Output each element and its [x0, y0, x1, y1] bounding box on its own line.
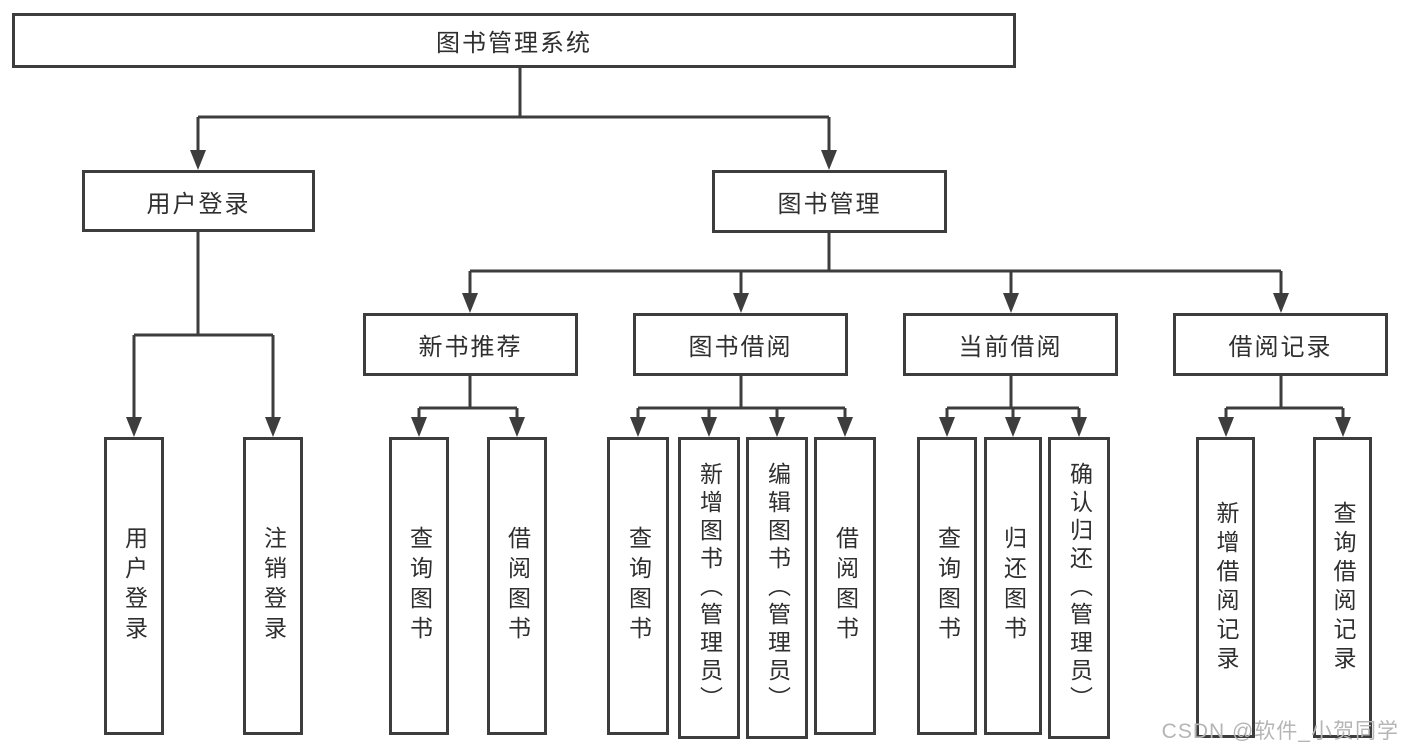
- leaf-borrow-books-recommend: 借阅图书: [487, 437, 547, 735]
- leaf-add-books-admin: 新增图书（管理员）: [678, 437, 740, 739]
- leaf-query-books-borrowing: 查询图书: [607, 437, 669, 735]
- leaf-add-borrow-record: 新增借阅记录: [1196, 437, 1255, 738]
- node-library-system: 图书管理系统: [12, 13, 1016, 68]
- leaf-logout: 注销登录: [243, 437, 303, 735]
- leaf-query-books-current: 查询图书: [917, 437, 977, 735]
- node-user-login: 用户登录: [82, 170, 315, 232]
- node-book-borrowing: 图书借阅: [633, 313, 848, 376]
- leaf-confirm-return-admin: 确认归还（管理员）: [1048, 437, 1110, 739]
- leaf-query-books-recommend: 查询图书: [389, 437, 449, 735]
- node-new-book-recommend: 新书推荐: [363, 313, 578, 376]
- leaf-edit-books-admin: 编辑图书（管理员）: [746, 437, 808, 739]
- leaf-query-borrow-record: 查询借阅记录: [1313, 437, 1372, 738]
- node-borrow-records: 借阅记录: [1173, 313, 1388, 376]
- leaf-user-login: 用户登录: [104, 437, 164, 735]
- watermark-text: CSDN @软件_小贺同学: [1161, 720, 1399, 743]
- leaf-borrow-books: 借阅图书: [814, 437, 876, 735]
- node-book-management: 图书管理: [712, 170, 947, 233]
- node-current-borrowing: 当前借阅: [903, 313, 1118, 376]
- leaf-return-books: 归还图书: [984, 437, 1042, 735]
- arrowheads: [126, 150, 1351, 437]
